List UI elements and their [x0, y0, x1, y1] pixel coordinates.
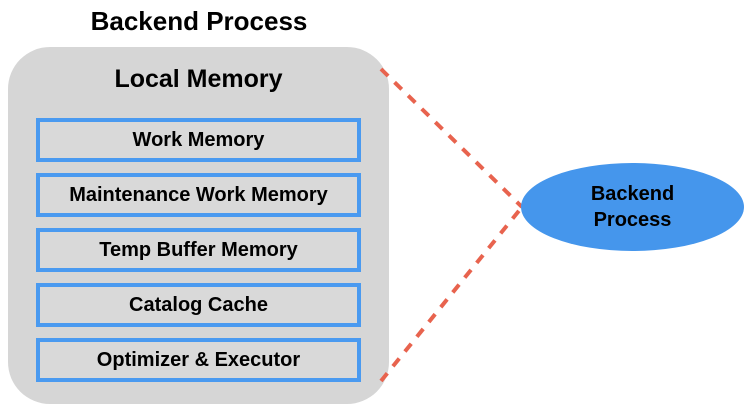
memory-box-list: Work Memory Maintenance Work Memory Temp…	[8, 118, 389, 382]
memory-box-maintenance-work-memory: Maintenance Work Memory	[36, 173, 361, 217]
memory-box-optimizer-executor: Optimizer & Executor	[36, 338, 361, 382]
memory-box-work-memory: Work Memory	[36, 118, 361, 162]
dashed-connector-upper	[379, 67, 524, 209]
backend-process-node: Backend Process	[521, 163, 744, 251]
memory-box-catalog-cache: Catalog Cache	[36, 283, 361, 327]
dashed-connector-lower	[379, 205, 524, 383]
memory-box-temp-buffer-memory: Temp Buffer Memory	[36, 228, 361, 272]
local-memory-heading: Local Memory	[114, 65, 283, 93]
diagram-title: Backend Process	[90, 6, 308, 36]
local-memory-group: Local Memory Work Memory Maintenance Wor…	[8, 47, 389, 404]
